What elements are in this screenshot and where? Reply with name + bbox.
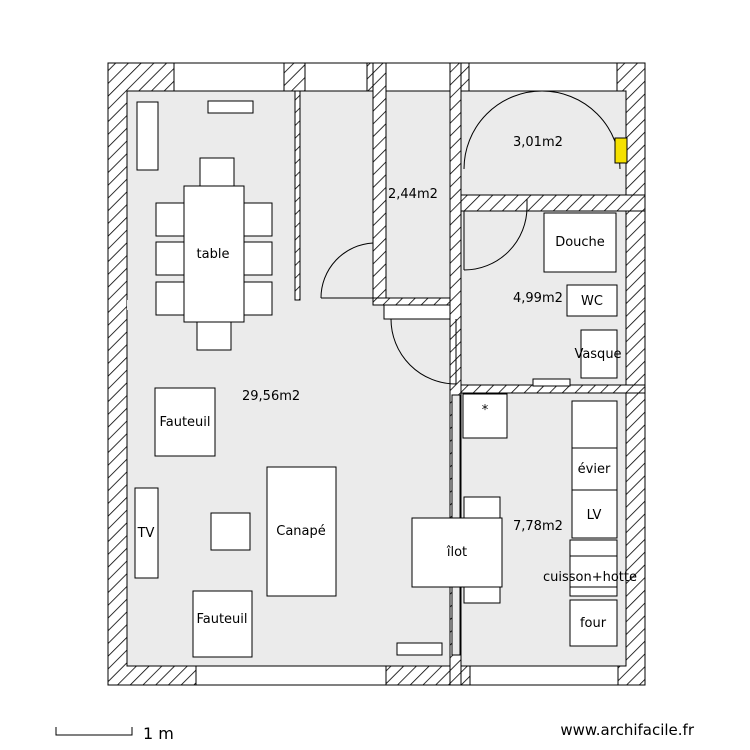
shower [543,212,617,273]
bookshelf [136,101,159,171]
armchair-top-label: Fauteuil [159,415,210,430]
thin-partition [294,90,301,301]
wc-label: WC [581,294,603,309]
door-swing-corridor [320,242,374,299]
chair-left-1 [155,202,185,237]
bathroom-furniture: Douche WC Vasque [532,212,622,387]
kitchen-area: 7,78m2 [513,519,563,534]
chair-right-1 [243,202,273,237]
table-label: table [197,247,230,262]
coffee-table [210,512,251,551]
wc [566,284,618,317]
radiator-bottom [396,642,443,656]
shower-label: Douche [555,235,605,250]
star-label: * [482,403,489,418]
window-bottom-living [195,665,387,686]
chair-bottom [196,321,232,351]
closet-bottom-wall [460,194,646,212]
window-top-middle [304,62,368,92]
door-swing-living [390,318,457,385]
armchair-bottom [192,590,253,658]
door-swing-closet-left [463,90,543,170]
living-furniture: table Fauteuil TV Canapé Fauteuil [134,100,443,658]
basin-label: Vasque [574,347,621,362]
dishwasher-unit [571,489,618,539]
kitchen-island [411,517,503,588]
armchair-top [154,387,216,457]
dining-table [183,185,245,323]
corridor-bottom-wall [372,297,462,306]
corridor-area: 2,44m2 [388,187,438,202]
chair-top [199,157,235,187]
living-extension-floor [127,300,454,310]
island-label: îlot [446,545,467,560]
sofa-label: Canapé [276,524,326,539]
counter-cabinet [571,400,618,449]
window-top-closet [468,62,618,92]
closet-floor [460,90,627,196]
living-room-area: 29,56m2 [242,389,300,404]
door-swing-bathroom [463,206,528,271]
sink-unit [571,447,618,491]
chair-right-2 [243,241,273,276]
door-frame-living-kitchen [383,304,451,320]
closet-yellow-marker [614,137,628,164]
window-top-left [173,62,285,92]
chair-right-3 [243,281,273,316]
radiator-top [207,100,254,114]
scale-bar: 1 m [55,724,174,743]
stool-bottom [463,584,501,604]
armchair-bottom-label: Fauteuil [196,612,247,627]
oven-unit [569,599,618,647]
dishwasher-label: LV [587,508,602,523]
bathroom-radiator [532,378,571,387]
sofa [266,466,337,597]
scale-label: 1 m [143,724,174,743]
sink-label: évier [578,462,611,477]
credit-text: www.archifacile.fr [560,721,694,739]
tv-label: TV [137,526,155,541]
corridor-left-wall [372,62,387,304]
cooktop-unit [569,539,618,597]
kitchen-furniture: * évier LV cuisson+hotte four îlot [411,393,637,647]
oven-label: four [580,616,607,631]
bathroom-area: 4,99m2 [513,291,563,306]
cooktop-label: cuisson+hotte [543,570,637,585]
star-cabinet [462,393,508,439]
closet-area: 3,01m2 [513,135,563,150]
tv-unit [134,487,159,579]
window-top-corridor [385,62,451,92]
chair-left-3 [155,281,185,316]
chair-left-2 [155,241,185,276]
basin [580,329,618,379]
window-bottom-kitchen [469,665,619,686]
